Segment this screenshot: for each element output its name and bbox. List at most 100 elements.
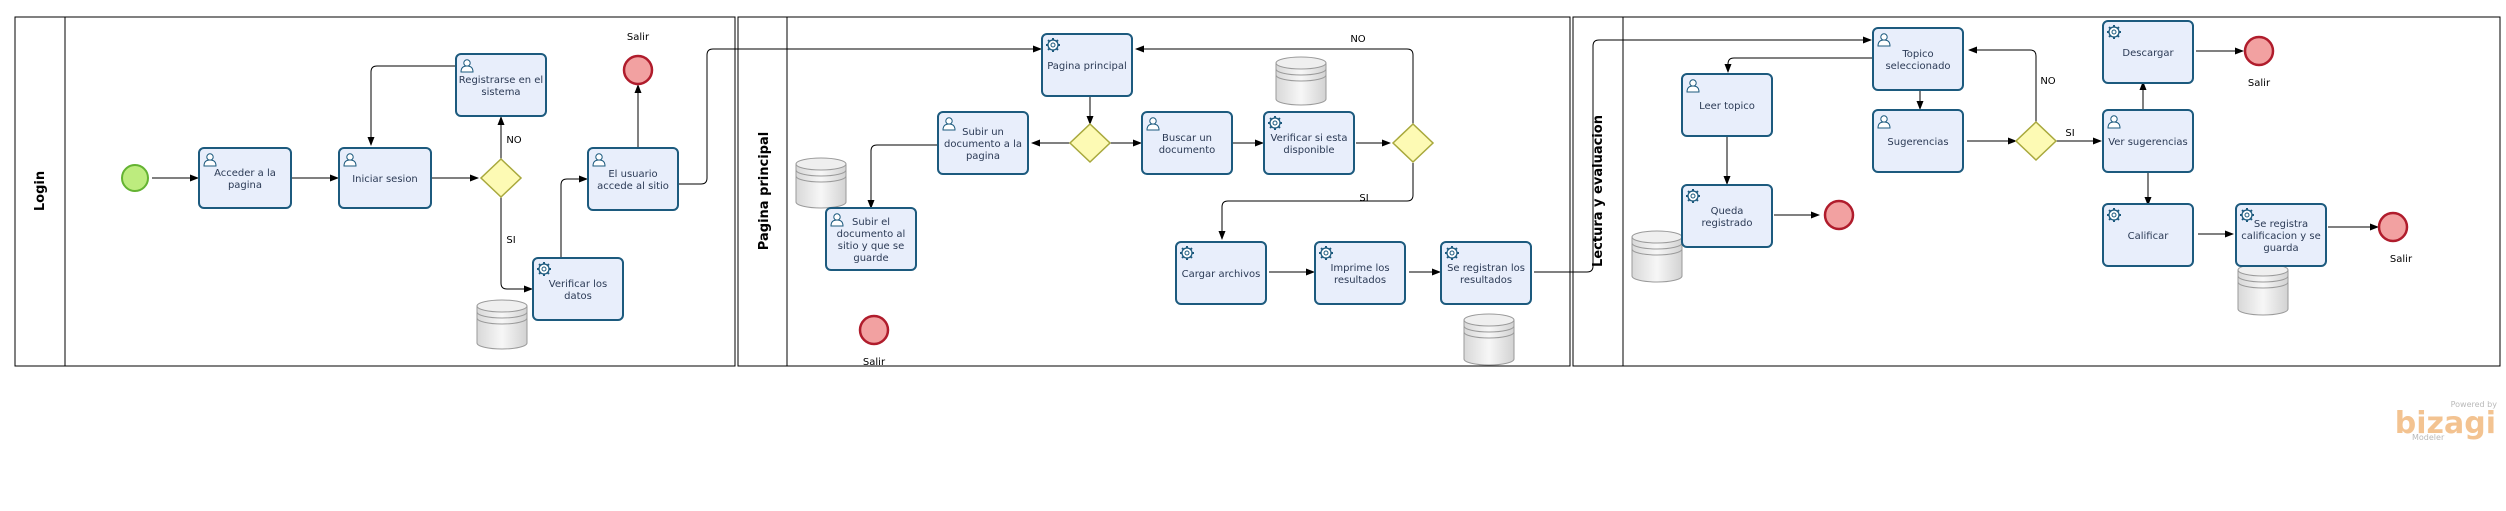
task-sugerencias[interactable]: Sugerencias [1872,109,1964,173]
task-label: documento [1159,145,1216,156]
task-ver-sugerencias[interactable]: Ver sugerencias [2102,109,2194,173]
task-leer[interactable]: Leer topico [1681,73,1773,137]
user-task-icon [942,117,956,131]
edge-label-si: SI [506,235,515,246]
end-event-label: Salir [2390,254,2413,265]
bizagi-watermark: Powered by bizagi Modeler [2395,400,2497,442]
user-task-icon [592,153,606,167]
task-label: resultados [1460,275,1512,286]
service-task-icon [1319,246,1333,260]
task-label: Pagina principal [1047,61,1127,72]
task-label: Se registra [2254,219,2308,230]
task-label: Calificar [2128,231,2170,242]
user-task-icon [830,213,844,227]
edge-label-si: SI [1359,193,1368,204]
exclusive-gateway [2014,120,2058,162]
task-label: documento al [837,229,906,240]
task-label: accede al sitio [597,181,669,192]
end-event [1823,199,1855,231]
task-label: Acceder a la [214,168,276,179]
watermark-powered: Powered by [2451,400,2498,409]
task-label: sitio y que se [838,241,904,252]
edge-label-no: NO [506,135,521,146]
service-task-icon [1046,38,1060,52]
task-label: El usuario [608,169,657,180]
service-task-icon [1268,116,1282,130]
task-label: Topico [1901,49,1933,60]
edge-label-no: NO [1350,34,1365,45]
task-pagina-principal[interactable]: Pagina principal [1041,33,1133,97]
sequence-flows [152,29,2379,293]
pool-lectura-title: Lectura y evaluacion [1591,115,1606,267]
task-iniciar[interactable]: Iniciar sesion [338,147,432,209]
task-label: Ver sugerencias [2108,137,2188,148]
task-label: Queda [1711,206,1744,217]
watermark-modeler: Modeler [2412,433,2445,442]
datastore-icon [795,157,847,209]
task-calificar[interactable]: Calificar [2102,203,2194,267]
task-label: pagina [966,151,1000,162]
datastore-icon [1463,313,1515,366]
task-label: seleccionado [1885,61,1950,72]
task-label: datos [564,291,592,302]
end-event-label: Salir [627,32,650,43]
service-task-icon [2107,208,2121,222]
watermark-brand: bizagi [2395,406,2496,441]
service-task-icon [2240,208,2254,222]
task-label: Leer topico [1699,101,1755,112]
service-task-icon [1180,246,1194,260]
service-task-icon [1445,246,1459,260]
task-label: Registrarse en el [459,75,543,86]
task-label: resultados [1334,275,1386,286]
exclusive-gateway [479,157,523,199]
user-task-icon [1877,115,1891,129]
pool-login-title: Login [33,171,48,211]
task-cargar[interactable]: Cargar archivos [1175,241,1267,305]
user-task-icon [1146,117,1160,131]
pool-principal-title: Pagina principal [757,132,772,250]
task-label: Subir un [962,127,1004,138]
exclusive-gateway [1068,122,1112,164]
datastore-icon [476,299,528,350]
end-event-label: Salir [863,357,886,368]
datastore-icon [1275,56,1327,106]
end-event: Salir [622,32,654,86]
task-label: Buscar un [1162,133,1212,144]
task-descargar[interactable]: Descargar [2102,20,2194,84]
task-label: Verificar los [549,279,607,290]
service-task-icon [537,262,551,276]
task-label: Iniciar sesion [352,174,418,185]
task-label: Sugerencias [1887,137,1948,148]
task-label: Se registran los [1447,263,1525,274]
task-label: Imprime los [1330,263,1389,274]
task-label: guarde [853,253,888,264]
task-label: guarda [2263,243,2298,254]
user-task-icon [460,59,474,73]
user-task-icon [203,153,217,167]
datastore-icon [2237,263,2289,316]
task-label: pagina [228,180,262,191]
task-label: documento a la [944,139,1022,150]
task-label: disponible [1283,145,1334,156]
datastore-icon [1631,230,1683,283]
user-task-icon [1877,33,1891,47]
user-task-icon [1686,79,1700,93]
user-task-icon [343,153,357,167]
start-event [121,164,149,192]
end-event: Salir [2243,35,2275,89]
